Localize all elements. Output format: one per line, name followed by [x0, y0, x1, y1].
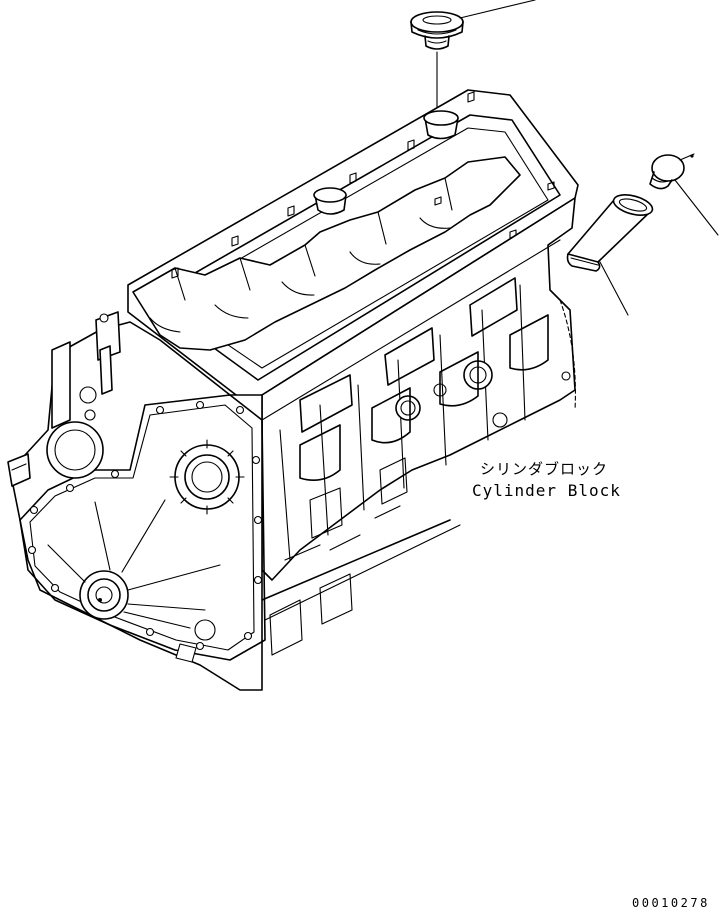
plug-leader-line: [674, 179, 719, 236]
drawing-number: 00010278: [632, 896, 710, 910]
cylinder-block: [127, 89, 579, 656]
dipstick-plug: [649, 153, 695, 190]
tube-leader-line: [599, 261, 629, 316]
front-gear-housing: [7, 311, 266, 691]
oil-filler-cap: [410, 11, 464, 50]
cylinder-block-label-en: Cylinder Block: [472, 481, 621, 500]
cylinder-block-label-jp: シリンダブロック: [480, 460, 609, 478]
oil-pan-rail: [264, 524, 461, 621]
dipstick-tube: [566, 194, 654, 272]
cap-leader-line: [459, 0, 536, 19]
